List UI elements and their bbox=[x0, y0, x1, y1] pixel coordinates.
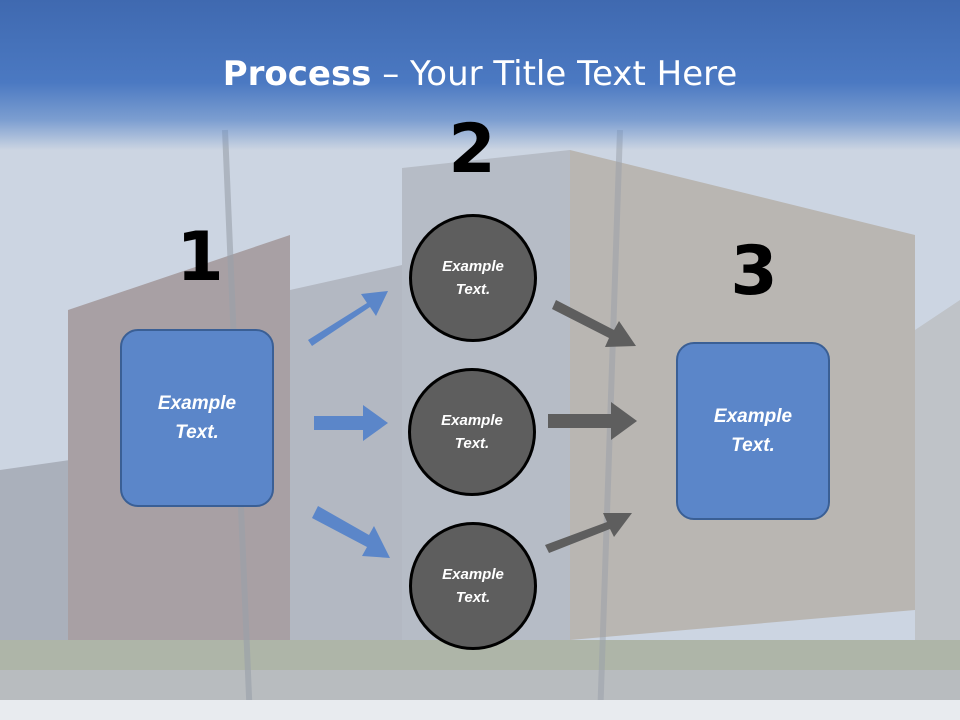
slide-title: Process – Your Title Text Here bbox=[0, 52, 960, 96]
step-number-3: 3 bbox=[730, 232, 778, 311]
right-box-label: Example Text. bbox=[713, 406, 793, 456]
left-box: Example Text. bbox=[120, 329, 274, 507]
bottom-strip bbox=[0, 700, 960, 720]
arrow-left-to-top bbox=[308, 291, 388, 346]
circle-bottom: Example Text. bbox=[409, 522, 537, 650]
arrow-left-to-bottom bbox=[312, 506, 390, 558]
right-box: Example Text. bbox=[676, 342, 830, 520]
circle-top-label: Example Text. bbox=[442, 258, 504, 298]
title-band bbox=[0, 0, 960, 150]
circle-middle: Example Text. bbox=[408, 368, 536, 496]
arrow-top-to-right bbox=[552, 300, 636, 347]
left-box-label: Example Text. bbox=[157, 393, 237, 443]
arrow-left-to-middle bbox=[314, 405, 388, 441]
step-number-2: 2 bbox=[448, 110, 496, 189]
arrow-middle-to-right bbox=[548, 402, 637, 440]
circle-middle-label: Example Text. bbox=[441, 412, 503, 452]
circle-bottom-label: Example Text. bbox=[442, 566, 504, 606]
title-rest: – Your Title Text Here bbox=[371, 54, 738, 94]
step-number-1: 1 bbox=[176, 218, 224, 297]
arrow-bottom-to-right bbox=[545, 513, 632, 553]
title-bold: Process bbox=[222, 54, 372, 94]
circle-top: Example Text. bbox=[409, 214, 537, 342]
